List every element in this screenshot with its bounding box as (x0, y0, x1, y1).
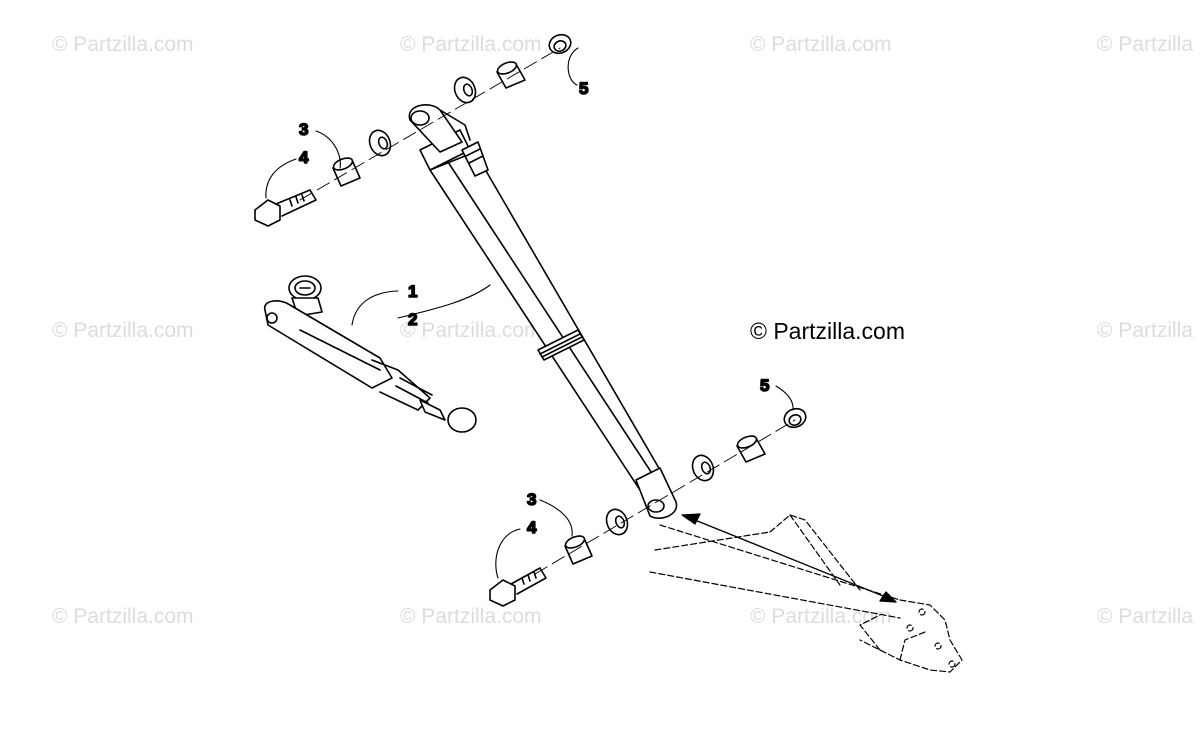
watermark: © Partzilla (1097, 319, 1193, 342)
callout-one: 1 (408, 282, 417, 301)
watermark: © Partzilla (1097, 605, 1193, 628)
leader-lines (265, 47, 794, 579)
top-sleeve (496, 61, 526, 89)
watermark: © Partzilla.com (52, 319, 194, 342)
upper-sleeve (332, 157, 361, 187)
top-bushing (453, 76, 477, 104)
top-cap (548, 33, 572, 55)
watermark: © Partzilla.com (52, 605, 194, 628)
watermark: © Partzilla.com (750, 33, 892, 56)
lower-bushing (605, 508, 629, 536)
watermark: © Partzilla.com (750, 605, 892, 628)
right-cap (783, 407, 807, 429)
watermark: © Partzilla.com (400, 605, 542, 628)
callout-lower-four: 4 (527, 518, 537, 537)
watermark: © Partzilla.com (400, 319, 542, 342)
copyright-notice: © Partzilla.com (750, 318, 905, 344)
mounting-arrow (681, 513, 897, 603)
callout-two: 2 (408, 310, 417, 329)
upper-bolt (254, 189, 317, 227)
watermark: © Partzilla.com (52, 33, 194, 56)
callout-lower-three: 3 (527, 490, 536, 509)
right-sleeve (736, 435, 766, 463)
callout-top-five: 5 (579, 79, 588, 98)
lower-bolt (489, 567, 547, 607)
lower-hardware (489, 407, 807, 607)
callout-upper-four: 4 (299, 148, 309, 167)
callout-upper-three: 3 (299, 120, 308, 139)
watermark: © Partzilla (1097, 33, 1193, 56)
watermark: © Partzilla.com (400, 33, 542, 56)
shock-absorber (408, 104, 678, 519)
right-bushing (691, 454, 715, 482)
callout-right-five: 5 (760, 376, 769, 395)
spanner-wrench (264, 275, 477, 433)
lower-sleeve (564, 535, 593, 565)
upper-bushing (368, 129, 392, 157)
a-arm (649, 514, 963, 673)
